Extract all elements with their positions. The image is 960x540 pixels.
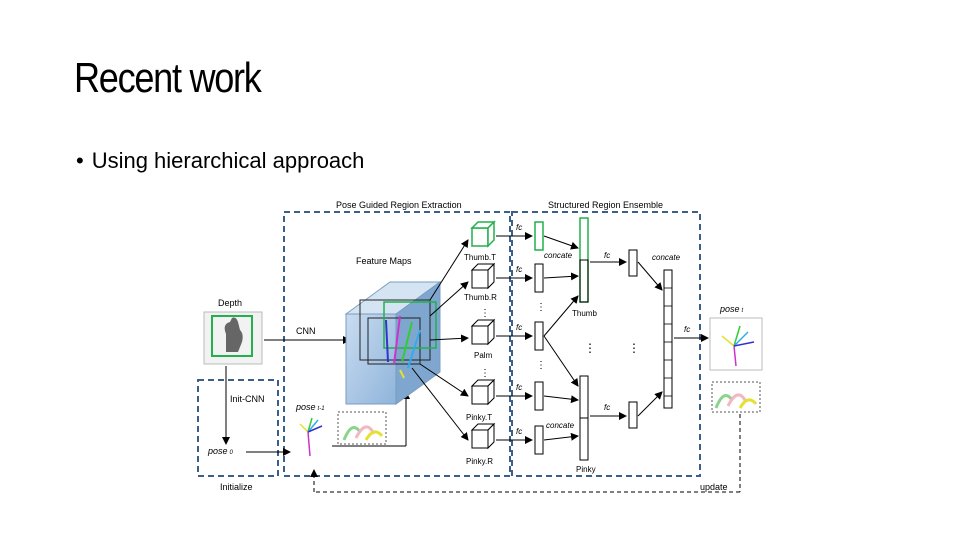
fc-final: fc [684,325,690,334]
concate-final: concate [652,253,681,262]
initialize-box [197,379,279,477]
hand-silhouette [224,317,243,352]
pose-guided-title: Pose Guided Region Extraction [336,200,462,210]
cube-thumb-t [470,220,496,248]
thumb-t-label: Thumb.T [464,253,496,262]
dots-3: ⋮ [536,302,546,313]
fc-5: fc [516,427,522,436]
depth-label: Depth [218,298,242,308]
concate-thumb: concate [544,251,573,260]
cube-pinky-r [470,422,496,450]
vector-pinky-fc [628,401,638,429]
fc-3: fc [516,323,522,332]
pinky-t-label: Pinky.T [466,413,492,422]
bullet-item: • Using hierarchical approach [76,148,364,174]
pose-t-crop [711,381,761,413]
pose-guided-region-box [283,211,511,477]
pose-t-1-crop [337,411,387,445]
slide-title: Recent work [74,54,262,101]
dots-6: ⋮ [628,341,640,355]
feature-maps-label: Feature Maps [356,256,412,266]
thumb-concat-vector [579,217,589,303]
vector-palm [534,321,544,351]
initialize-label: Initialize [220,482,253,492]
feature-maps-block [344,281,442,405]
final-concat-vector [663,269,673,409]
fc-1: fc [516,223,522,232]
pose-t-1-overlay [342,425,384,441]
pinky-label: Pinky [576,465,596,474]
cube-thumb-r [470,262,496,290]
dots-4: ⋮ [536,360,546,371]
pinky-r-label: Pinky.R [466,457,493,466]
vector-pinky-r [534,425,544,455]
pose-t-skeleton [721,325,755,367]
cube-palm [470,318,496,346]
bullet-dot: • [76,148,84,173]
vector-pinky-t [534,381,544,411]
depth-highlight [211,315,253,357]
thumb-label: Thumb [572,309,597,318]
vector-thumb-t [534,221,544,251]
structured-ensemble-title: Structured Region Ensemble [548,200,663,210]
fc-6: fc [604,251,610,260]
pose-t-1-skeleton [299,417,323,457]
structured-region-box [511,211,701,477]
thumb-r-label: Thumb.R [464,293,497,302]
dots-1: ⋮ [480,308,490,319]
cube-pinky-t [470,378,496,406]
init-cnn-label: Init-CNN [230,394,265,404]
vector-thumb-r [534,263,544,293]
fc-2: fc [516,265,522,274]
palm-label: Palm [474,351,493,360]
bullet-text: Using hierarchical approach [91,148,365,173]
vector-thumb-fc [628,249,638,277]
fc-7: fc [604,403,610,412]
update-label: update [700,482,728,492]
pose-t-overlay [714,393,758,409]
dots-5: ⋮ [584,341,596,355]
concate-pinky: concate [546,421,575,430]
cnn-label: CNN [296,326,316,336]
fc-4: fc [516,383,522,392]
dots-2: ⋮ [480,368,490,379]
